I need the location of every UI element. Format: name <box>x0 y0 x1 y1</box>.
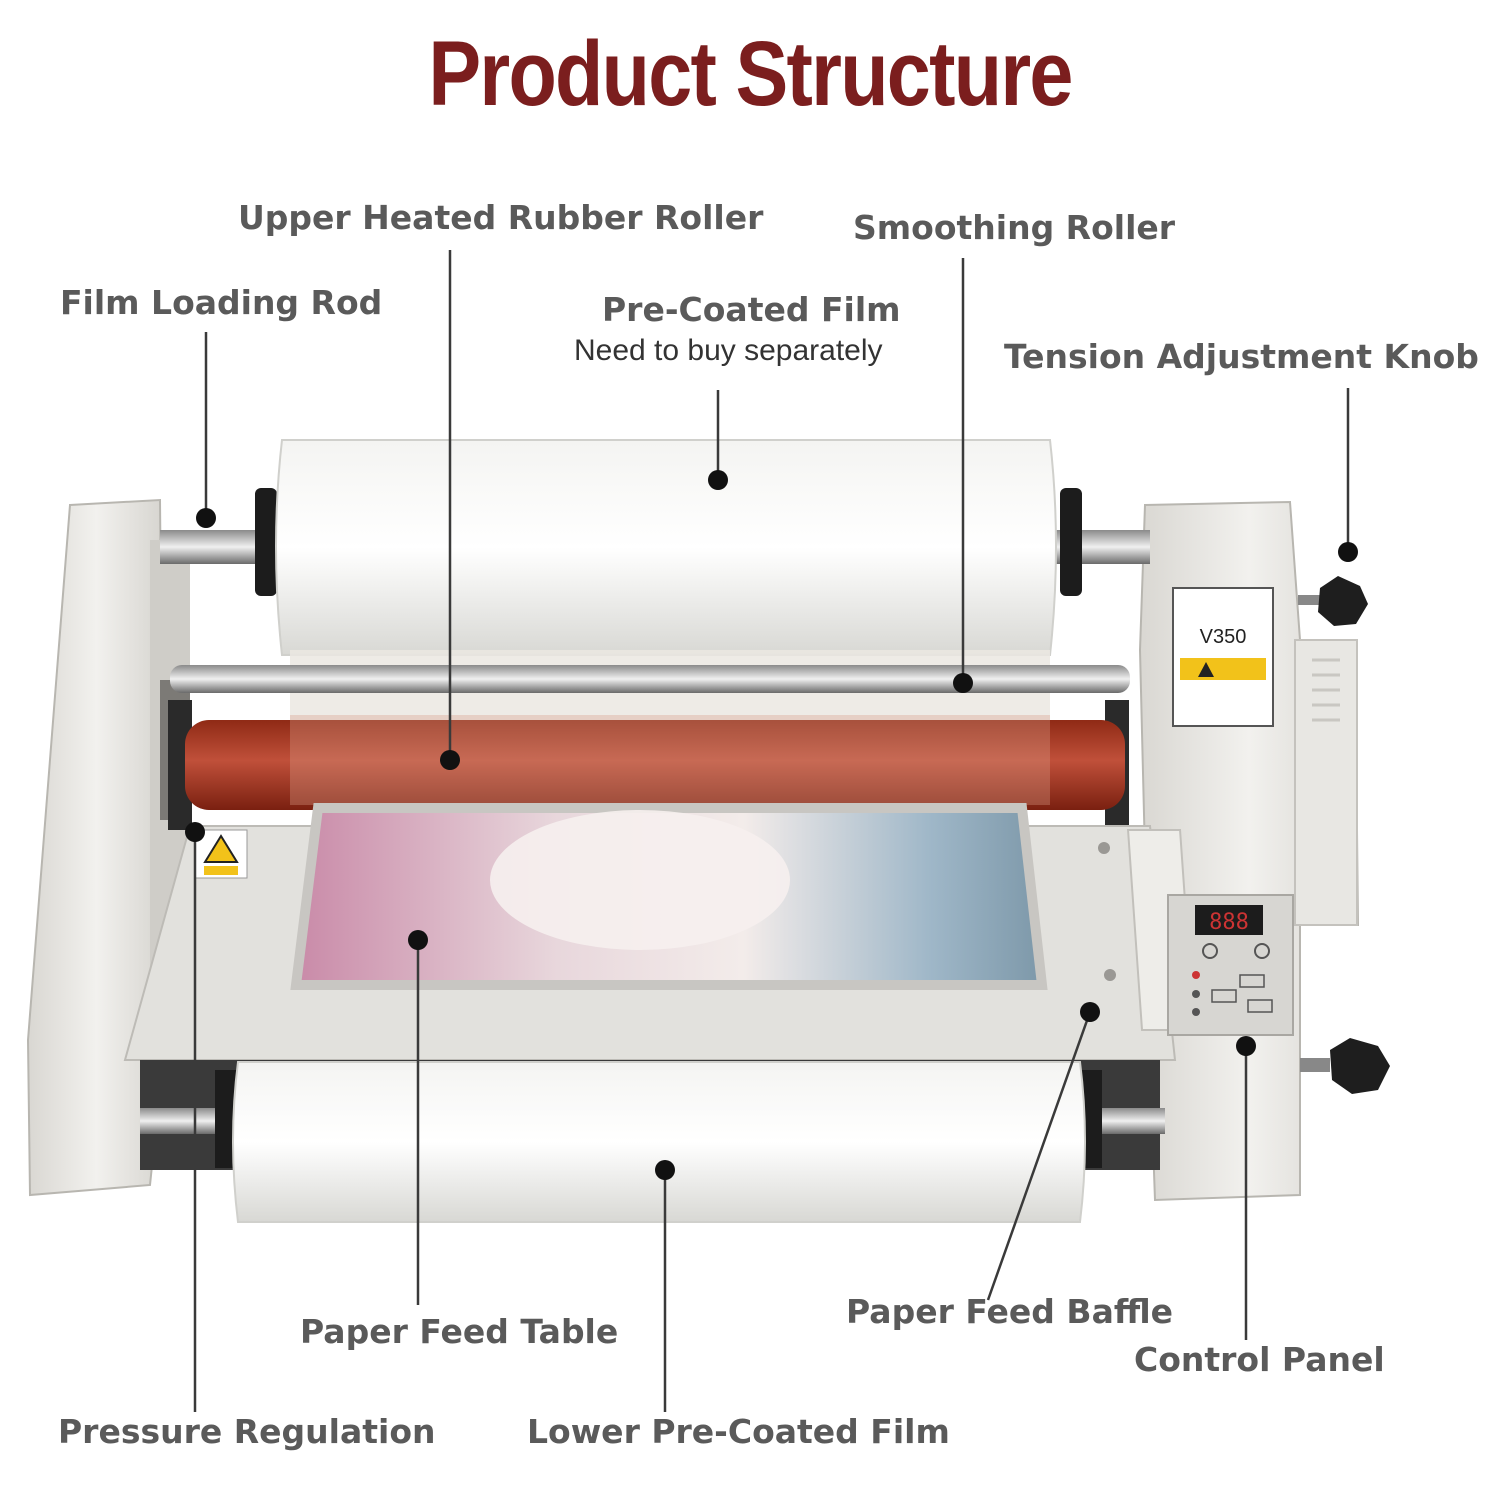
label-control-panel: Control Panel <box>1134 1340 1385 1379</box>
label-pre-coated-film: Pre-Coated Film <box>602 290 901 329</box>
label-paper-feed-baffle: Paper Feed Baffle <box>846 1292 1174 1331</box>
lower-film-roll <box>140 1060 1165 1223</box>
page-title: Product Structure <box>428 23 1073 125</box>
label-lower-pre-coated-film: Lower Pre-Coated Film <box>527 1412 950 1451</box>
label-film-loading-rod: Film Loading Rod <box>60 283 383 322</box>
callout-dots <box>185 470 1358 1180</box>
control-panel-shape: 888 <box>1167 894 1294 1036</box>
model-plate <box>1172 587 1274 727</box>
callout-lines <box>193 250 1350 1412</box>
label-smoothing-roller: Smoothing Roller <box>853 208 1176 247</box>
paper-feed-table-shape <box>123 803 1196 1061</box>
label-pre-coated-film-note: Need to buy separately <box>574 334 883 367</box>
label-tension-adjustment-knob: Tension Adjustment Knob <box>1004 337 1479 376</box>
lower-knob-icon <box>1300 1038 1390 1094</box>
smoothing-roller <box>170 665 1130 693</box>
tension-knob-icon <box>1298 576 1368 626</box>
label-upper-heated-rubber-roller: Upper Heated Rubber Roller <box>238 198 764 237</box>
model-number: V350 <box>1200 626 1247 648</box>
label-paper-feed-table: Paper Feed Table <box>300 1312 619 1351</box>
label-pressure-regulation: Pressure Regulation <box>58 1412 436 1451</box>
temperature-display: 888 <box>1209 910 1249 935</box>
upper-film-roll <box>255 439 1082 656</box>
heated-rubber-roller <box>168 700 1129 830</box>
